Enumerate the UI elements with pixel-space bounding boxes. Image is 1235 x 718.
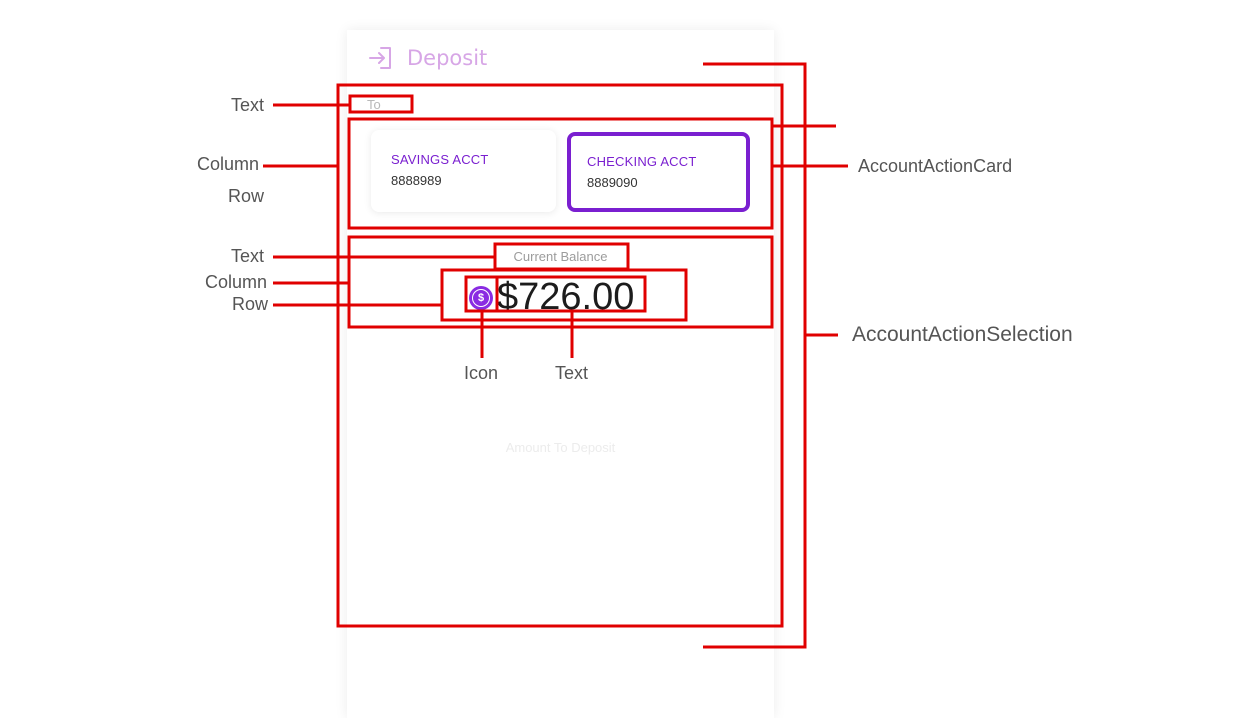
annotation-account-action-card: AccountActionCard <box>858 156 1013 176</box>
annotation-icon: Icon <box>464 363 499 383</box>
account-card-savings[interactable]: SAVINGS ACCT 8888989 <box>371 130 556 212</box>
dollar-coin-icon: $ <box>469 285 493 310</box>
annotation-account-action-selection: AccountActionSelection <box>852 323 1073 346</box>
account-number: 8888989 <box>391 173 442 188</box>
to-label: To <box>367 97 381 112</box>
balance-label: Current Balance <box>513 249 608 264</box>
annotation-column-balance: Column <box>204 272 267 292</box>
balance-row: $ $726.00 <box>469 276 634 319</box>
login-arrow-icon <box>369 47 391 69</box>
screen-title: Deposit <box>407 46 488 70</box>
account-name: CHECKING ACCT <box>587 154 697 169</box>
account-name: SAVINGS ACCT <box>391 152 489 167</box>
annotation-row-balance: Row <box>231 294 268 314</box>
annotation-column-cards: Column <box>196 154 259 174</box>
balance-amount: $726.00 <box>497 276 635 318</box>
account-card-checking[interactable]: CHECKING ACCT 8889090 <box>567 132 750 212</box>
annotation-text-to: Text <box>230 95 264 115</box>
annotation-text-amount: Text <box>555 363 589 383</box>
annotation-text-balance: Text <box>230 246 264 266</box>
annotation-row-cards: Row <box>227 186 264 206</box>
screen-header: Deposit <box>367 44 487 72</box>
amount-to-deposit-label: Amount To Deposit <box>505 440 616 455</box>
account-number: 8889090 <box>587 175 638 190</box>
